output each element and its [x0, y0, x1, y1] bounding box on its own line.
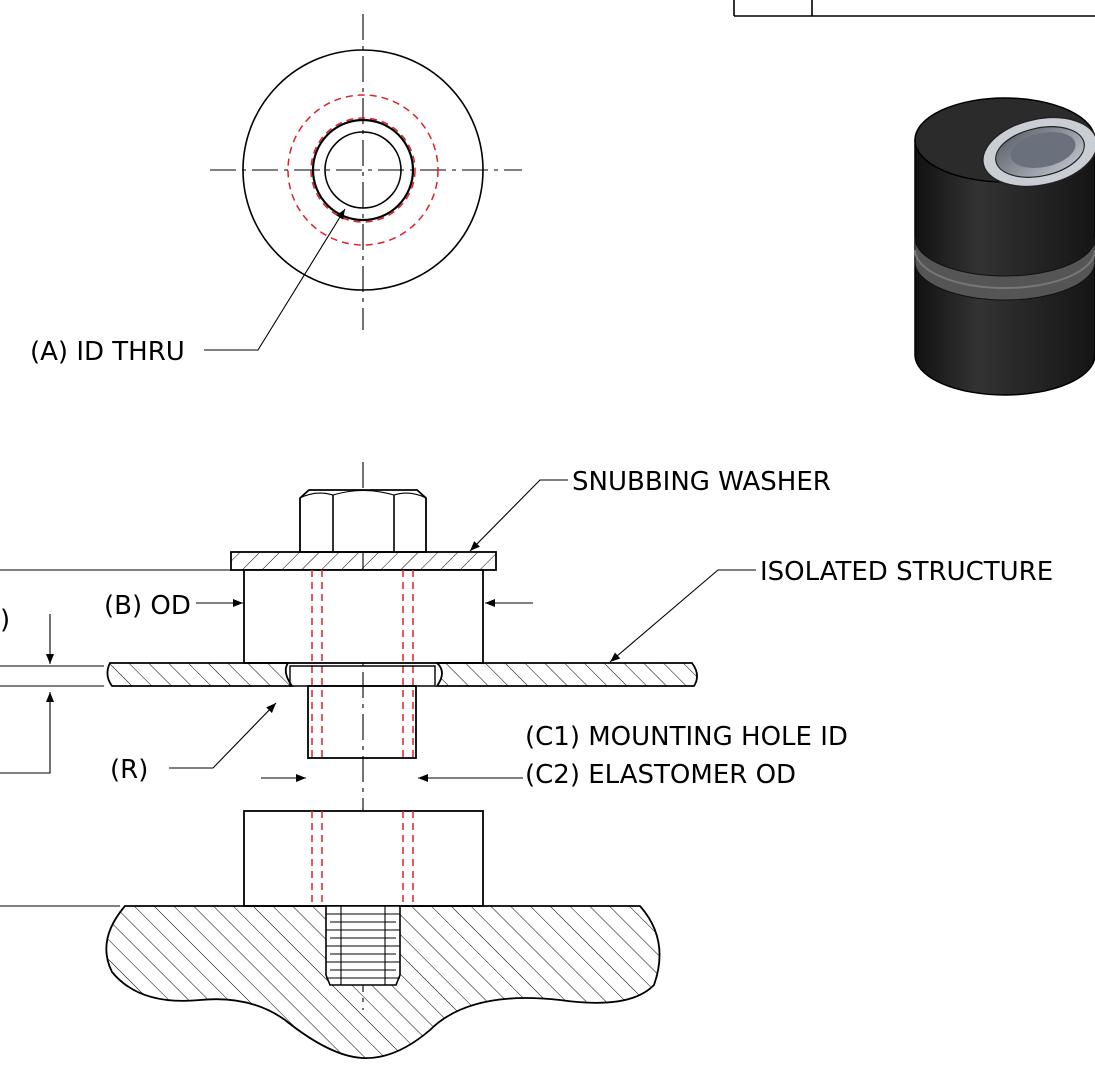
- isolated-structure-left: [106, 662, 294, 687]
- isolated-structure-right: [434, 662, 698, 687]
- mounting-hole-label: (C1) MOUNTING HOLE ID: [525, 722, 848, 752]
- section-view: ) (B) OD (R) (C1) MOUNTING HOLE ID (C2) …: [0, 462, 1053, 1059]
- isolated-structure-label: ISOLATED STRUCTURE: [760, 557, 1053, 587]
- isometric-view: [914, 97, 1095, 396]
- snubbing-washer-label: SNUBBING WASHER: [572, 467, 831, 497]
- radius-label: (R): [110, 755, 148, 785]
- lower-elastomer: [243, 810, 484, 907]
- bolt-head: [299, 489, 427, 553]
- id-thru-label: (A) ID THRU: [30, 337, 185, 367]
- cut-off-label: ): [0, 605, 10, 635]
- snubbing-washer: [230, 551, 497, 571]
- top-view: (A) ID THRU: [30, 14, 522, 367]
- elastomer-od-label: (C2) ELASTOMER OD: [525, 760, 796, 790]
- od-label: (B) OD: [104, 591, 191, 621]
- title-block-fragment: [733, 0, 1095, 17]
- elastomer-stem: [307, 685, 417, 759]
- upper-elastomer: [243, 569, 484, 664]
- threaded-hole: [325, 905, 401, 986]
